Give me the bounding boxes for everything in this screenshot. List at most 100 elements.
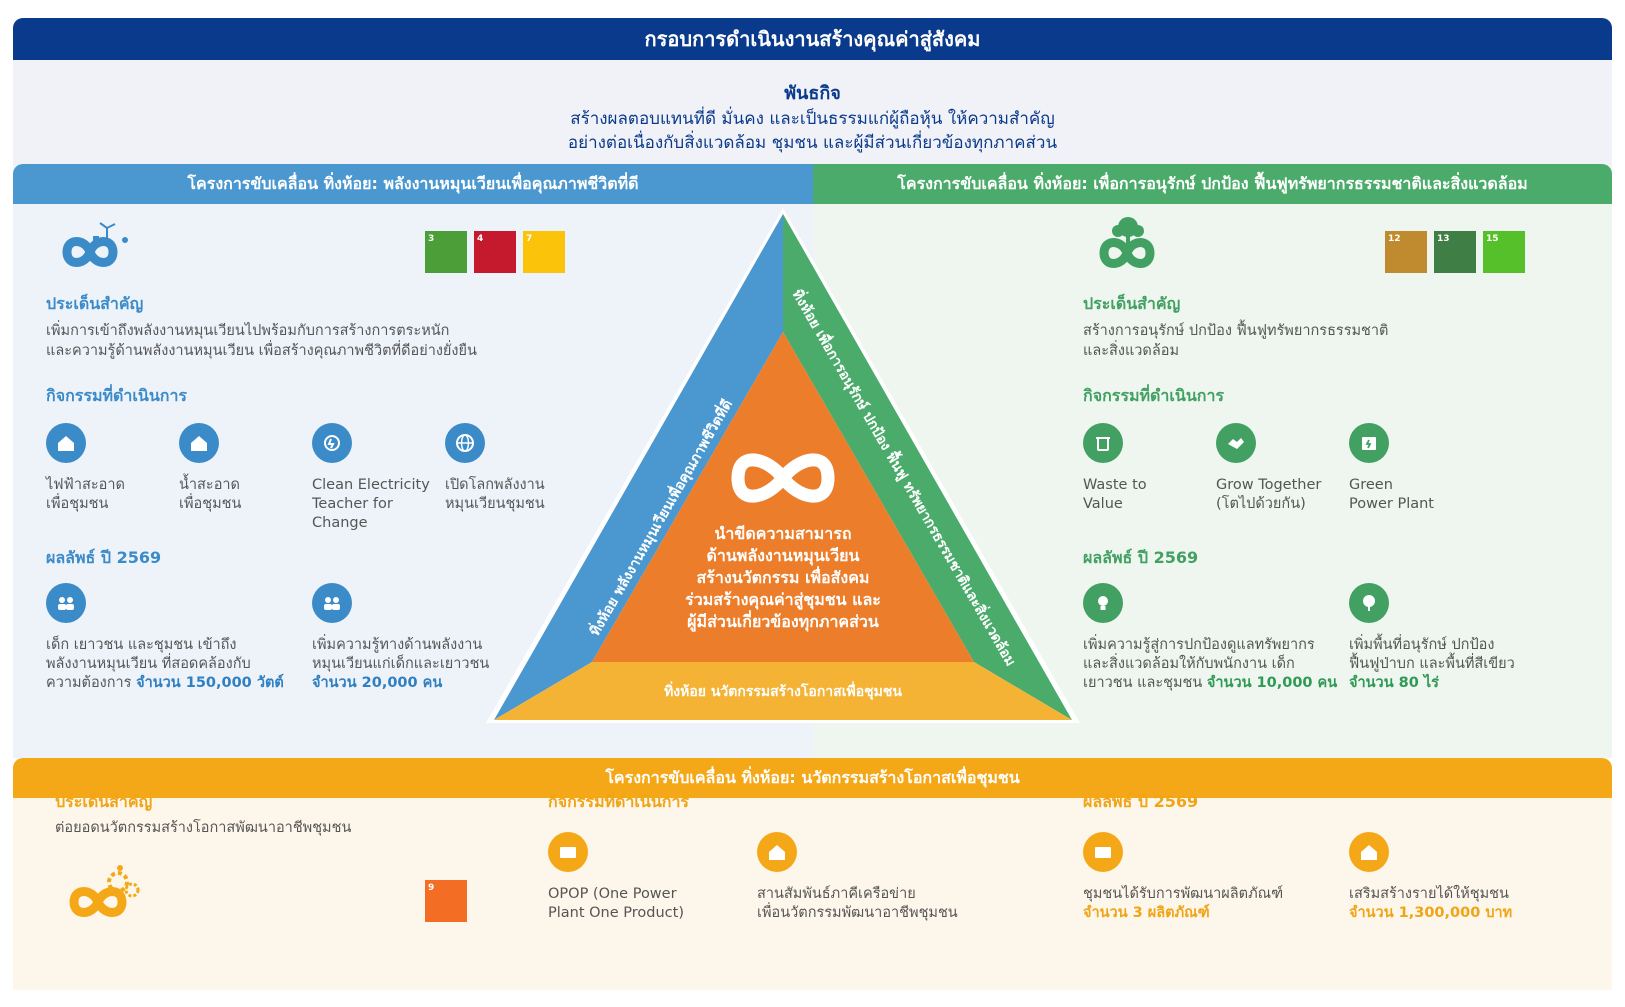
sdg-9-icon: 9 [425, 880, 467, 922]
activity-label: Power Plant [1349, 496, 1434, 512]
right-issue-line-1: สร้างการอนุรักษ์ ปกป้อง ฟื้นฟูทรัพยากรธร… [1083, 323, 1389, 339]
activity-label: Green [1349, 477, 1393, 493]
activity-item: Waste to Value [1083, 423, 1147, 514]
left-results-title: ผลลัพธ์ ปี 2569 [46, 548, 162, 567]
activity-label: Change [312, 515, 368, 531]
infinity-windmill-icon [62, 222, 128, 267]
product-box-icon [1083, 832, 1123, 872]
result-line: เสริมสร้างรายได้ให้ชุมชน [1349, 886, 1509, 902]
triangle-center-line: ผู้มีส่วนเกี่ยวข้องทุกภาคส่วน [687, 610, 879, 633]
house-heart-icon [757, 832, 797, 872]
activity-label: เปิดโลกพลังงาน [445, 477, 545, 493]
infinity-gear-icon [69, 865, 140, 917]
mission-block: พันธกิจ สร้างผลตอบแทนที่ดี มั่นคง และเป็… [13, 60, 1612, 164]
mission-line-1: สร้างผลตอบแทนที่ดี มั่นคง และเป็นธรรมแก่… [570, 109, 1055, 129]
result-line: เด็ก เยาวชน และชุมชน เข้าถึง [46, 637, 237, 653]
recycle-bin-icon [1083, 423, 1123, 463]
result-item: ชุมชนได้รับการพัฒนาผลิตภัณฑ์จำนวน 3 ผลิต… [1083, 832, 1283, 923]
left-issue-title: ประเด็นสำคัญ [46, 294, 144, 313]
sdg-13-icon: 13 [1434, 231, 1476, 273]
bottom-issue-title: ประเด็นสำคัญ [55, 792, 153, 811]
triangle-center [592, 332, 974, 662]
teacher-icon [312, 423, 352, 463]
tree-icon [1349, 583, 1389, 623]
result-value: จำนวน 80 ไร่ [1349, 675, 1439, 691]
sdg-number: 13 [1437, 234, 1450, 244]
activity-label: OPOP (One Power [548, 886, 677, 902]
activity-label: เพื่อชุมชน [179, 496, 242, 512]
activity-label: Grow Together [1216, 477, 1322, 493]
mission-heading: พันธกิจ [784, 83, 841, 104]
activity-label: ไฟฟ้าสะอาด [46, 477, 125, 493]
activity-label: Teacher for [312, 496, 393, 512]
left-issue-line-1: เพิ่มการเข้าถึงพลังงานหมุนเวียนไปพร้อมกั… [46, 323, 450, 339]
people-idea-icon [312, 583, 352, 623]
result-value: จำนวน 10,000 คน [1206, 675, 1338, 691]
sdg-12-icon: 12 [1385, 231, 1427, 273]
activity-label: หมุนเวียนชุมชน [445, 496, 545, 512]
triangle-bottom-label: ทิ่งห้อย นวัตกรรมสร้างโอกาสเพื่อชุมชน [664, 681, 902, 700]
right-issue-title: ประเด็นสำคัญ [1083, 294, 1181, 313]
activity-label: Clean Electricity [312, 477, 430, 493]
result-line: และสิ่งแวดล้อมให้กับพนักงาน เด็ก [1083, 656, 1295, 672]
triangle-diagram: ทิ่งห้อย พลังงานหมุนเวียนเพื่อคุณภาพชีวิ… [486, 208, 1080, 723]
handshake-icon [1216, 423, 1256, 463]
triangle-right-side [783, 214, 1072, 720]
result-item: เพิ่มพื้นที่อนุรักษ์ ปกป้อง ฟื้นฟูป่าบก … [1349, 583, 1515, 693]
activity-item: สานสัมพันธ์ภาคีเครือข่ายเพื่อนวัตกรรมพัฒ… [757, 832, 958, 923]
activity-label: เพื่อนวัตกรรมพัฒนาอาชีพชุมชน [757, 905, 958, 921]
triangle-bottom-side [494, 662, 1072, 720]
bottom-panel [13, 798, 1612, 990]
result-value: จำนวน 3 ผลิตภัณฑ์ [1083, 905, 1210, 921]
result-item: เพิ่มความรู้ทางด้านพลังงาน หมุนเวียนแก่เ… [312, 583, 489, 693]
globe-icon [445, 423, 485, 463]
result-line: เยาวชน และชุมชน [1083, 675, 1207, 691]
activity-label: Plant One Product) [548, 905, 684, 921]
house-electric-icon [46, 423, 86, 463]
infinity-center-icon [731, 453, 835, 503]
right-issue-line-2: และสิ่งแวดล้อม [1083, 343, 1180, 359]
left-issue-line-2: และความรู้ด้านพลังงานหมุนเวียน เพื่อสร้า… [46, 343, 477, 359]
right-panel-header: โครงการขับเคลื่อน ทิ่งห้อย: เพื่อการอนุร… [813, 164, 1612, 204]
activity-item: ไฟฟ้าสะอาดเพื่อชุมชน [46, 423, 125, 514]
sdg-3-icon: 3 [425, 231, 467, 273]
activity-label: สานสัมพันธ์ภาคีเครือข่าย [757, 886, 916, 902]
page-title: กรอบการดำเนินงานสร้างคุณค่าสู่สังคม [13, 18, 1612, 60]
sdg-number: 9 [428, 883, 435, 893]
result-line: ชุมชนได้รับการพัฒนาผลิตภัณฑ์ [1083, 886, 1284, 902]
house-coin-icon [1349, 832, 1389, 872]
triangle-center-line: สร้างนวัตกรรม เพื่อสังคม [697, 566, 870, 587]
result-line: เพิ่มพื้นที่อนุรักษ์ ปกป้อง [1349, 637, 1495, 653]
activity-item: เปิดโลกพลังงานหมุนเวียนชุมชน [445, 423, 545, 514]
left-panel-header: โครงการขับเคลื่อน ทิ่งห้อย: พลังงานหมุนเ… [13, 164, 813, 204]
result-item: เด็ก เยาวชน และชุมชน เข้าถึง พลังงานหมุน… [46, 583, 284, 693]
left-activities-title: กิจกรรมที่ดำเนินการ [46, 386, 188, 405]
result-value: จำนวน 1,300,000 บาท [1349, 905, 1513, 921]
result-item: เพิ่มความรู้สู่การปกป้องดูแลทรัพยากร และ… [1083, 583, 1337, 693]
result-line: ฟื้นฟูป่าบก และพื้นที่สีเขียว [1349, 656, 1515, 672]
result-line: เพิ่มความรู้สู่การปกป้องดูแลทรัพยากร [1083, 637, 1315, 653]
sdg-number: 3 [428, 234, 435, 244]
house-water-icon [179, 423, 219, 463]
result-line: พลังงานหมุนเวียน ที่สอดคล้องกับ [46, 656, 251, 672]
triangle-center-line: ร่วมสร้างคุณค่าสู่ชุมชน และ [685, 590, 881, 611]
activity-label: Value [1083, 496, 1123, 512]
triangle-center-line: ด้านพลังงานหมุนเวียน [706, 546, 859, 566]
activity-label: เพื่อชุมชน [46, 496, 109, 512]
sdg-15-icon: 15 [1483, 231, 1525, 273]
result-value: จำนวน 20,000 คน [312, 675, 443, 691]
bottom-results-title: ผลลัพธ์ ปี 2569 [1083, 792, 1199, 811]
people-icon [46, 583, 86, 623]
result-line: หมุนเวียนแก่เด็กและเยาวชน [312, 656, 490, 672]
bottom-panel-header: โครงการขับเคลื่อน ทิ่งห้อย: นวัตกรรมสร้า… [13, 758, 1612, 798]
mission-line-2: อย่างต่อเนื่องกับสิ่งแวดล้อม ชุมชน และผู… [567, 133, 1058, 153]
triangle-left-side [494, 214, 783, 720]
activity-label: น้ำสะอาด [179, 477, 240, 493]
sdg-number: 15 [1486, 234, 1499, 244]
activity-label: Waste to [1083, 477, 1147, 493]
activity-label: (โตไปด้วยกัน) [1216, 496, 1306, 512]
green-plant-icon [1349, 423, 1389, 463]
